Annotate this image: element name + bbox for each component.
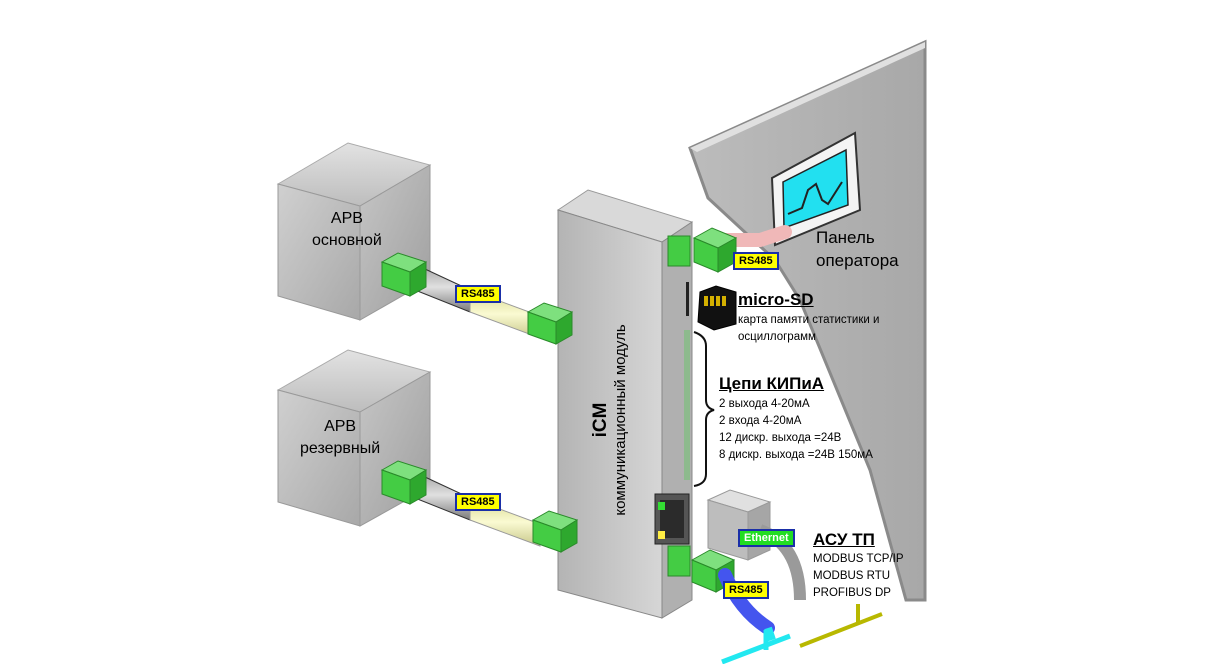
ethernet-tag: Ethernet: [738, 529, 795, 547]
scada-item: MODBUS TCP/IP: [813, 553, 904, 565]
rs485-tag-panel: RS485: [733, 252, 779, 270]
microsd-desc2: осциллограмм: [738, 331, 816, 343]
panel-line2: оператора: [816, 251, 899, 270]
arv-reserve-label: АРВ резервный: [300, 416, 380, 460]
arv-reserve-line1: АРВ: [324, 418, 357, 435]
kip-item: 2 входа 4-20мА: [719, 415, 802, 427]
arv-reserve-line2: резервный: [300, 440, 381, 457]
monitor-icon: [770, 131, 862, 247]
rs485-tag-scada: RS485: [723, 581, 769, 599]
module-label: iCM коммуникационный модуль: [590, 324, 630, 515]
microsd-caption: micro-SD карта памяти статистики и осцил…: [738, 290, 879, 346]
arv-main-box: [276, 142, 432, 321]
scada-caption: АСУ ТП MODBUS TCP/IP MODBUS RTU PROFIBUS…: [813, 530, 904, 602]
arv-main-label: АРВ основной: [312, 208, 382, 252]
icm-module: [556, 189, 694, 619]
kip-item: 2 выхода 4-20мА: [719, 398, 810, 410]
kip-item: 12 дискр. выхода =24В: [719, 432, 842, 444]
connector-reserve-right: [531, 510, 579, 553]
cyan-bus: [721, 633, 791, 664]
connector-main-left: [380, 252, 428, 297]
scada-item: PROFIBUS DP: [813, 587, 891, 599]
scada-item: MODBUS RTU: [813, 570, 891, 582]
module-name: iCM: [590, 402, 611, 438]
rs485-tag-reserve: RS485: [455, 493, 501, 511]
connector-main-right: [526, 302, 574, 345]
kip-title: Цепи КИПиА: [719, 374, 825, 393]
arv-main-line1: АРВ: [330, 210, 363, 227]
microsd-desc1: карта памяти статистики и: [738, 314, 880, 326]
panel-line1: Панель: [816, 228, 875, 247]
rs485-tag-main: RS485: [455, 285, 501, 303]
olive-bus: [799, 612, 883, 648]
scada-title: АСУ ТП: [813, 530, 875, 549]
module-subtitle: коммуникационный модуль: [612, 324, 629, 516]
panel-caption: Панель оператора: [816, 226, 899, 272]
sd-card-icon: [697, 285, 737, 331]
kip-item: 8 дискр. выхода =24В 150мА: [719, 449, 873, 461]
connector-reserve-left: [380, 460, 428, 505]
arv-main-line2: основной: [312, 232, 382, 249]
connector-scada: [667, 545, 736, 593]
microsd-title: micro-SD: [738, 290, 814, 309]
kip-caption: Цепи КИПиА 2 выхода 4-20мА 2 входа 4-20м…: [719, 374, 873, 464]
kip-bracket: [693, 331, 715, 487]
operator-panel-board: [688, 39, 927, 602]
